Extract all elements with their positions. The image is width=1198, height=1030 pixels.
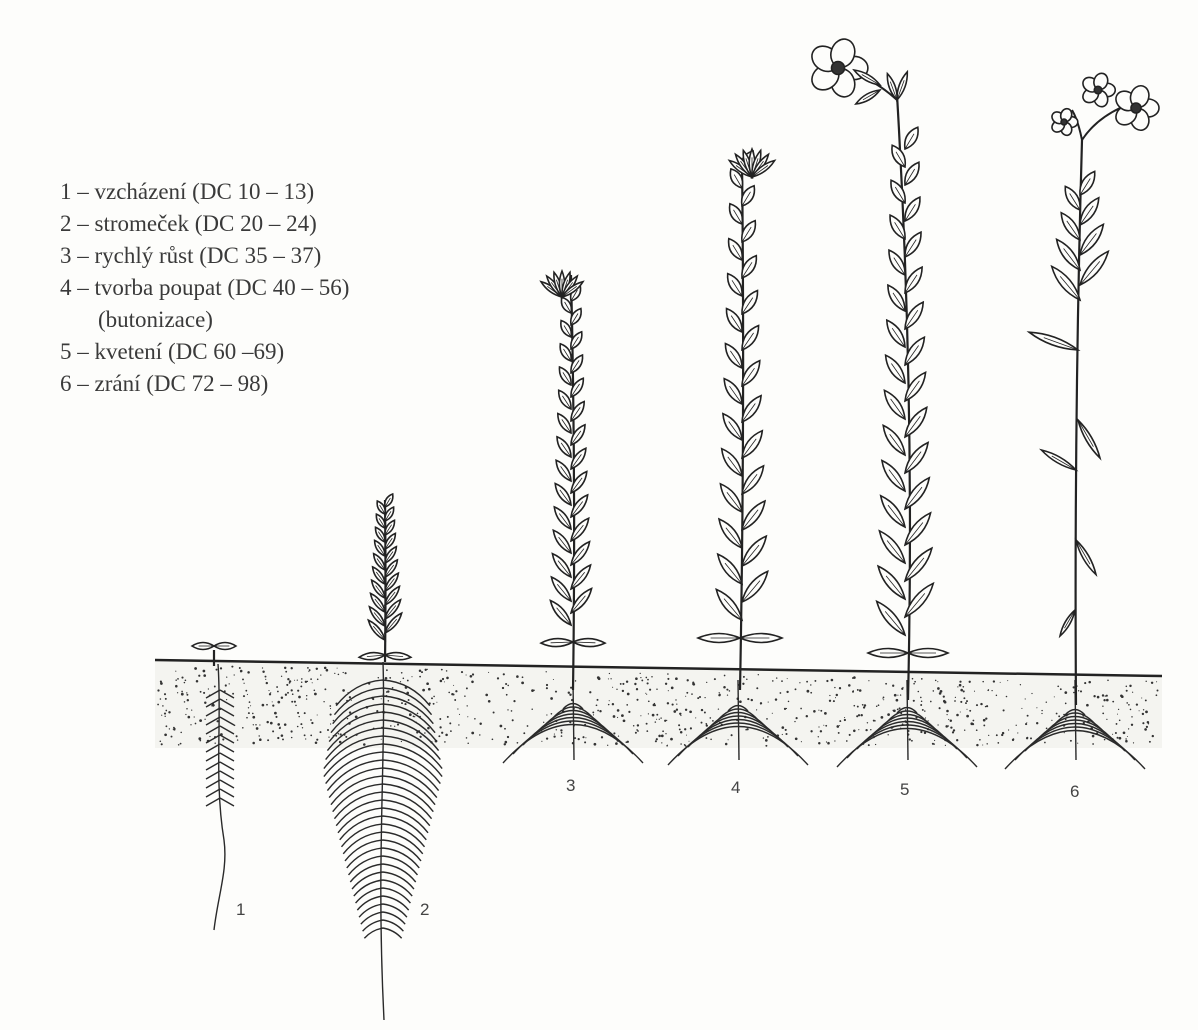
plant-number-1: 1 — [236, 900, 245, 920]
plant-number-5: 5 — [900, 780, 909, 800]
plant-number-3: 3 — [566, 776, 575, 796]
plant-number-2: 2 — [420, 900, 429, 920]
plants — [192, 36, 1159, 705]
plant-number-6: 6 — [1070, 782, 1079, 802]
soil-layer — [155, 660, 1162, 748]
plant-number-4: 4 — [731, 778, 740, 798]
